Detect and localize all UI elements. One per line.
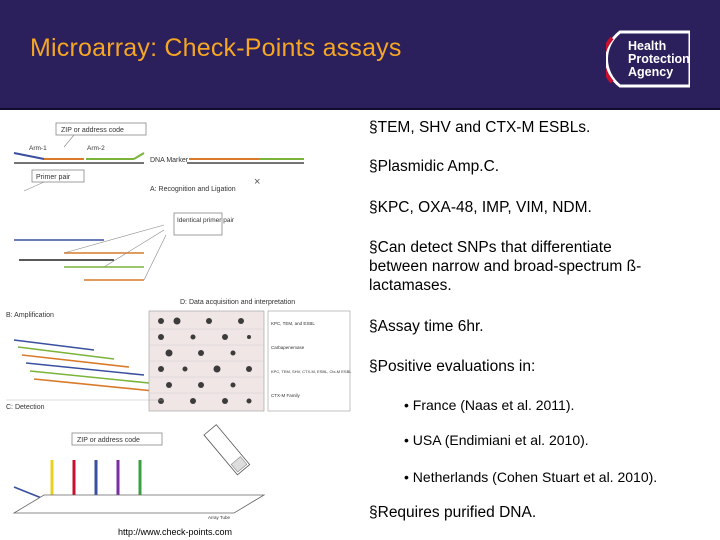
detection-probes	[50, 460, 142, 495]
result-row: KPC, TEM, and ESBL	[271, 321, 315, 326]
bullet-snps: §Can detect SNPs that differentiate	[369, 239, 612, 256]
arm2-label: Arm-2	[87, 145, 105, 152]
bullet-evaluations: §Positive evaluations in:	[369, 358, 536, 375]
identical-primer-label: Identical primer pair	[177, 217, 235, 224]
array-tube-icon	[203, 424, 251, 476]
primer-box	[31, 169, 85, 183]
logo-line: Health	[628, 39, 667, 53]
bullet-ampc: §Plasmidic Amp.C.	[369, 158, 500, 175]
bullet-snps-line2: between narrow and broad-spectrum ß-	[369, 258, 642, 275]
primer-strands	[14, 224, 167, 281]
dna-marker-label: DNA Marker	[150, 157, 189, 164]
array-surface	[12, 494, 266, 514]
subbullet-france: • France (Naas et al. 2011).	[404, 397, 575, 413]
step-c-label: C: Detection	[6, 404, 45, 411]
cross-mark: ×	[254, 176, 260, 188]
result-row: CTX-M Family	[271, 393, 300, 398]
step-d-label: D: Data acquisition and interpretation	[180, 299, 295, 306]
amplified-strands	[13, 339, 155, 392]
check-points-diagram: ZIP or address code Arm-1 Arm-2 DNA Mark…	[6, 122, 352, 520]
array-grid	[148, 310, 265, 412]
bullet-esbl: §TEM, SHV and CTX-M ESBLs.	[369, 119, 591, 136]
step-a-label: A: Recognition and Ligation	[150, 186, 236, 193]
result-row: Carbapenemase	[271, 345, 305, 350]
zip-box-top	[55, 122, 147, 136]
source-url[interactable]: http://www.check-points.com	[118, 527, 233, 537]
bullet-carbapenemases: §KPC, OXA-48, IMP, VIM, NDM.	[369, 199, 592, 216]
zip-label-bottom: ZIP or address code	[77, 437, 140, 444]
page-title: Microarray: Check-Points assays	[30, 34, 402, 62]
logo-line: Agency	[628, 65, 674, 79]
zip-label-top: ZIP or address code	[61, 127, 124, 134]
subbullet-netherlands: • Netherlands (Cohen Stuart et al. 2010)…	[404, 469, 658, 485]
result-panel: KPC, TEM, and ESBL Carbapenemase KPC, TE…	[267, 310, 352, 412]
array-tube-label: Array Tube	[208, 515, 231, 520]
hpa-logo-shape	[606, 30, 690, 88]
hpa-logo-text: Health Protection Agency	[628, 40, 690, 79]
result-row: KPC, TEM, SHV, CTX-M, ESBL, Ctx-M ESBL	[271, 369, 352, 374]
header-bar: Microarray: Check-Points assays Health P…	[0, 0, 720, 110]
primer-pair-label: Primer pair	[36, 174, 71, 181]
zip-box-bottom	[71, 432, 163, 446]
step-b-label: B: Amplification	[6, 312, 54, 319]
bullet-purified-dna: §Requires purified DNA.	[369, 504, 537, 521]
arm1-label: Arm-1	[29, 145, 47, 152]
bullet-snps-line3: lactamases.	[369, 277, 452, 294]
logo-line: Protection	[628, 52, 690, 66]
subbullet-usa: • USA (Endimiani et al. 2010).	[404, 432, 589, 448]
bullet-assay-time: §Assay time 6hr.	[369, 318, 484, 335]
